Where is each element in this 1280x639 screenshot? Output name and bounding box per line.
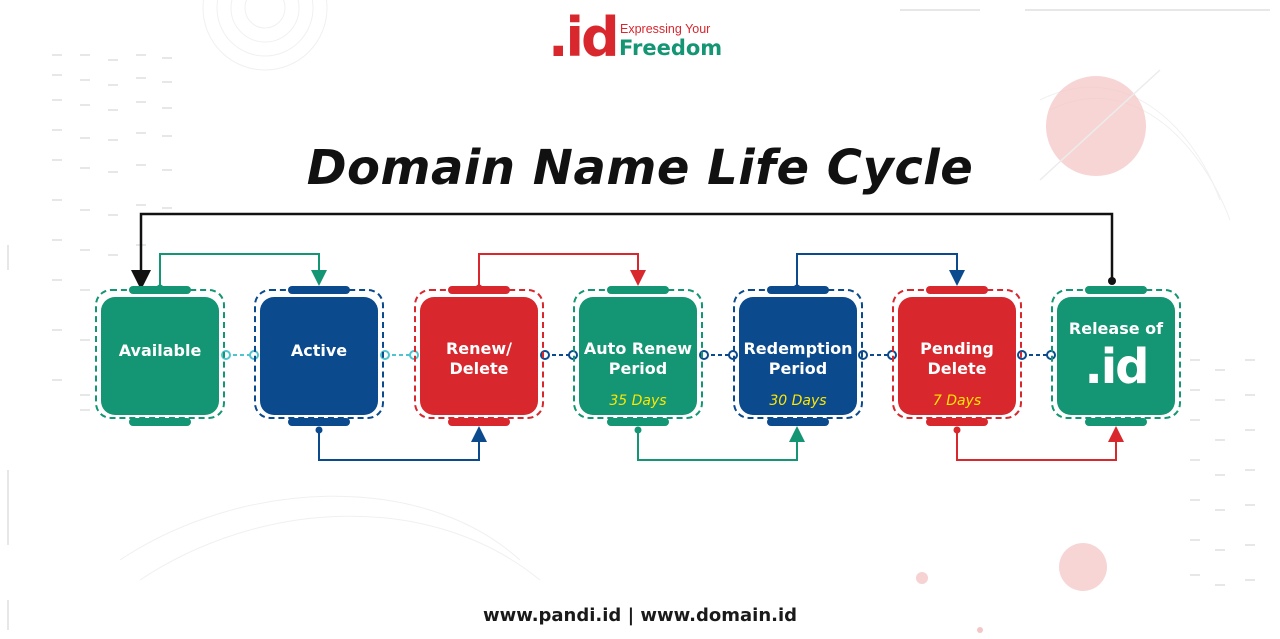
stage-renew-delete: Renew/ Delete — [420, 297, 538, 415]
pandi-logo: .id Expressing Your Freedom — [548, 8, 738, 70]
arrow-autorenew-to-redemption — [637, 426, 805, 461]
stage-tab — [448, 286, 510, 294]
stage-tab — [129, 418, 191, 426]
stage-duration: 35 Days — [609, 393, 667, 409]
stage-redemption-period: Redemption Period 30 Days — [739, 297, 857, 415]
stage-label: Redemption Period — [743, 339, 853, 378]
logo-wordmark: Freedom — [619, 36, 723, 60]
stage-tab — [288, 418, 350, 426]
stage-tab — [607, 418, 669, 426]
return-loop-arrow — [131, 212, 1114, 290]
arrow-active-to-renew — [318, 426, 487, 461]
id-logo-mark: .id — [1084, 339, 1149, 395]
stage-duration: 7 Days — [932, 393, 982, 409]
stage-label: Auto Renew Period — [583, 339, 693, 378]
stage-duration: 30 Days — [769, 393, 827, 409]
stage-label: Renew/ Delete — [445, 339, 513, 378]
logo-tagline: Expressing Your — [620, 22, 711, 36]
stage-tab — [767, 286, 829, 294]
stage-label: Active — [290, 341, 348, 360]
stage-tab — [767, 418, 829, 426]
stage-tab — [926, 418, 988, 426]
stage-pending-delete: Pending Delete 7 Days — [898, 297, 1016, 415]
stage-label: Pending Delete — [920, 339, 994, 378]
stage-release-of-id: Release of .id — [1057, 297, 1175, 415]
stage-label: Available — [118, 341, 202, 360]
stage-label: Release of — [1068, 319, 1164, 338]
logo-mark: .id — [548, 6, 620, 69]
arrow-available-to-active — [159, 253, 327, 288]
stage-tab — [129, 286, 191, 294]
stage-active: Active — [260, 297, 378, 415]
arrow-redemption-to-pending — [796, 253, 965, 288]
stage-tab — [288, 286, 350, 294]
stage-tab — [1085, 418, 1147, 426]
stage-tab — [1085, 286, 1147, 294]
arrow-pending-to-release — [956, 426, 1124, 461]
stage-available: Available — [101, 297, 219, 415]
stage-auto-renew-period: Auto Renew Period 35 Days — [579, 297, 697, 415]
page-title: Domain Name Life Cycle — [306, 140, 974, 196]
footer-links: www.pandi.id | www.domain.id — [482, 605, 798, 626]
arrow-renew-top — [478, 253, 646, 288]
stage-tab — [448, 418, 510, 426]
stage-tab — [926, 286, 988, 294]
stage-tab — [607, 286, 669, 294]
